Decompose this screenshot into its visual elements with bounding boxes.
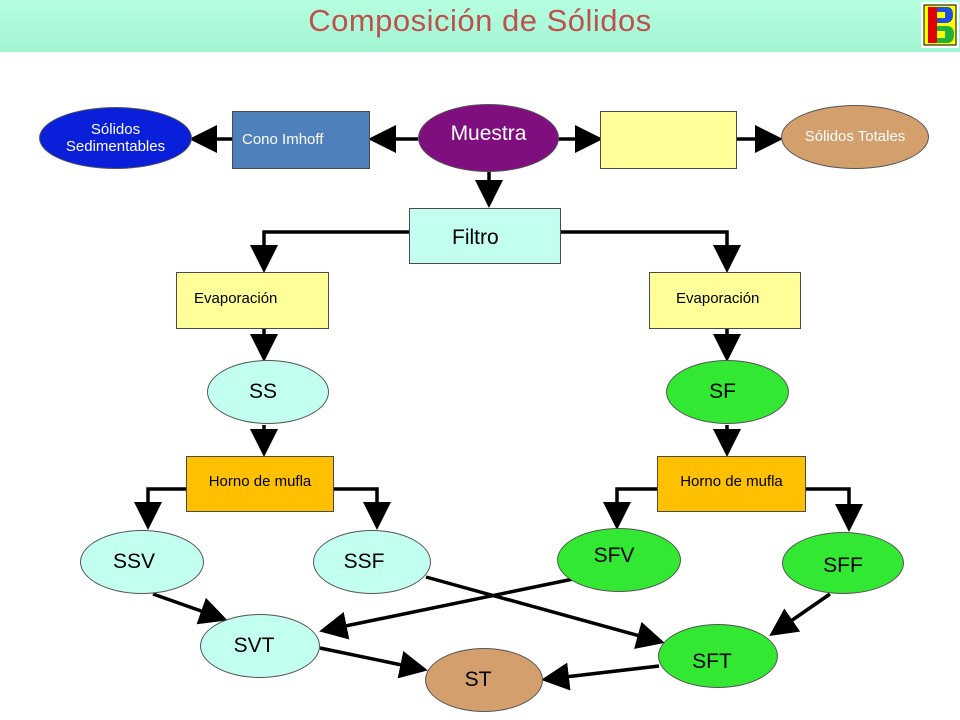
node-muestra: Muestra — [418, 104, 559, 172]
node-filtro: Filtro — [409, 208, 561, 264]
node-svt: SVT — [200, 614, 320, 678]
arrow-horno-sfv — [603, 487, 657, 530]
node-muestra-label: Muestra — [450, 122, 527, 145]
node-solidos-totales: Sólidos Totales — [781, 105, 929, 169]
node-sfv: SFV — [557, 528, 681, 592]
node-sft-label: SFT — [692, 649, 732, 673]
node-solidos-sedimentables-line2: Sedimentables — [65, 138, 166, 155]
arrow-filtro-evap-right — [560, 230, 741, 273]
node-svt-label: SVT — [233, 633, 275, 657]
arrow-sfv-svt — [319, 576, 579, 640]
node-evaporacion-right: Evaporación — [649, 272, 801, 329]
page-title: Composición de Sólidos — [308, 3, 652, 38]
node-ssv-label: SSV — [112, 549, 156, 573]
node-horno-right-label: Horno de mufla — [680, 473, 783, 491]
node-st: ST — [425, 648, 543, 712]
node-solidos-sedimentables-line1: Sólidos — [90, 120, 141, 138]
node-sft: SFT — [658, 624, 778, 688]
node-evaporacion-right-label: Evaporación — [676, 289, 760, 307]
node-sff-label: SFF — [823, 553, 863, 577]
node-cono-imhoff-label: Cono Imhoff — [242, 131, 324, 149]
node-horno-right: Horno de mufla — [657, 456, 806, 512]
node-ssv: SSV — [80, 530, 204, 594]
node-horno-left-label: Horno de mufla — [208, 473, 312, 491]
arrow-ssv-svt — [152, 592, 228, 625]
node-solidos-totales-label: Sólidos Totales — [804, 128, 906, 146]
arrow-sft-st — [541, 662, 660, 691]
arrow-horno-sff — [806, 487, 863, 532]
logo-icon — [921, 2, 959, 48]
node-sf: SF — [666, 360, 789, 424]
node-ss-label: SS — [248, 379, 277, 403]
node-filtro-label: Filtro — [452, 225, 499, 249]
arrow-ssf-sft — [425, 575, 665, 649]
arrow-horno-ssf — [334, 487, 391, 530]
arrow-filtro-evap-left — [250, 230, 409, 273]
node-solidos-sedimentables: Sólidos Sedimentables — [39, 107, 192, 169]
title-bar — [0, 0, 960, 52]
arrow-horno-ssv — [134, 487, 186, 530]
node-ssf: SSF — [313, 530, 431, 594]
node-cono-imhoff: Cono Imhoff — [232, 111, 370, 169]
node-sff: SFF — [782, 532, 904, 594]
node-blank-box — [600, 111, 737, 169]
arrow-svt-st — [319, 646, 428, 679]
node-horno-left: Horno de mufla — [186, 456, 334, 512]
node-sfv-label: SFV — [593, 543, 635, 567]
node-evaporacion-left: Evaporación — [176, 272, 329, 329]
arrow-sff-sft — [769, 592, 831, 636]
node-sf-label: SF — [709, 379, 736, 403]
node-st-label: ST — [464, 667, 492, 691]
node-evaporacion-left-label: Evaporación — [194, 289, 278, 307]
node-ssf-label: SSF — [343, 549, 385, 573]
node-ss: SS — [207, 360, 329, 424]
